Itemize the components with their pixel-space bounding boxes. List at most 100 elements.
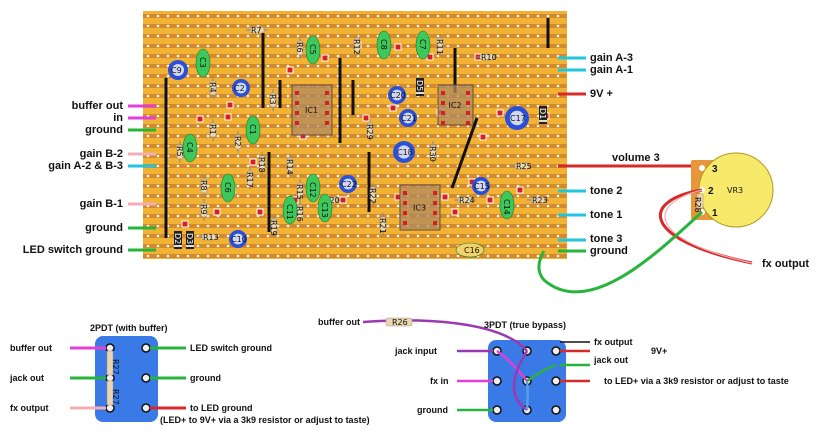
capacitor-label: C2 — [234, 84, 245, 93]
capacitor-label: C21 — [401, 114, 417, 123]
pot-pin-3: 3 — [712, 164, 718, 175]
electrolytic-capacitor: C9 — [168, 60, 188, 80]
solder-pad — [486, 196, 494, 204]
solder-pad — [249, 158, 257, 166]
capacitor-label: C4 — [185, 142, 194, 153]
ic-label: IC3 — [413, 204, 426, 213]
switch-2pdt: R27 R27 — [70, 336, 186, 422]
label-led-switch-ground: LED switch ground — [22, 244, 123, 256]
electrolytic-capacitor: C17 — [505, 106, 529, 130]
electrolytic-capacitor: C22 — [339, 175, 357, 193]
sw3-right-9v: 9V+ — [651, 346, 668, 356]
resistor: R7 — [246, 26, 268, 35]
sw3-left-ground: ground — [417, 405, 448, 415]
resistor-label: R10 — [481, 53, 497, 62]
label-tone-3: tone 3 — [590, 233, 623, 245]
resistor: R8 — [199, 175, 208, 197]
solder-pad — [451, 208, 459, 216]
ic-label: IC2 — [449, 101, 462, 110]
pot-resistor-label: R28 — [693, 197, 702, 213]
capacitor-label: C20 — [390, 91, 406, 100]
resistor: R5 — [175, 141, 184, 163]
resistor-label: R6 — [295, 42, 304, 53]
sw3-title: 3PDT (true bypass) — [484, 320, 567, 330]
label-gain-a3: gain A-3 — [590, 52, 633, 64]
resistor-label: R16 — [295, 206, 304, 222]
resistor-label: R7 — [251, 26, 262, 35]
resistor: R4 — [208, 77, 217, 99]
pot-pin-2: 2 — [708, 186, 714, 197]
resistor: R17 — [245, 167, 254, 189]
resistor-label: R3 — [268, 94, 277, 105]
label-buffer-out: buffer out — [71, 100, 123, 112]
capacitor-label: C9 — [171, 66, 182, 75]
resistor-label: R20 — [324, 196, 340, 205]
track-links — [164, 18, 550, 238]
diode-label: D2 — [173, 233, 182, 244]
resistor-label: R12 — [352, 39, 361, 55]
resistor-label: R1 — [208, 124, 217, 135]
capacitor-label: C6 — [223, 182, 232, 193]
label-9v: 9V + — [590, 88, 613, 100]
resistor-label: R11 — [435, 39, 444, 55]
pot-name: VR3 — [727, 186, 743, 195]
electrolytic-capacitor: C2 — [232, 79, 250, 97]
capacitor-label: C16 — [464, 246, 480, 255]
resistor-label: R15 — [295, 184, 304, 200]
label-ground-2: ground — [85, 222, 123, 234]
sw3-right-led: to LED+ via a 3k9 resistor or adjust to … — [604, 376, 789, 386]
capacitor-label: C18 — [397, 148, 413, 157]
solder-pad — [441, 193, 449, 201]
resistor: R12 — [352, 34, 361, 56]
resistor: R25 — [511, 162, 533, 171]
resistor: R2 — [233, 131, 242, 153]
diode: D1 — [538, 106, 547, 124]
resistor: R15 — [295, 179, 304, 201]
film-capacitor: C3 — [195, 48, 211, 78]
resistor-label: R29 — [365, 124, 374, 140]
solder-pad — [321, 54, 329, 62]
diode-label: D1 — [538, 108, 547, 119]
solder-pad — [286, 66, 294, 74]
sw3-buffer-out: buffer out — [318, 317, 360, 327]
resistor-label: R14 — [285, 159, 294, 175]
resistor-label: R8 — [199, 180, 208, 191]
resistor: R19 — [269, 215, 278, 237]
label-gain-b2: gain B-2 — [79, 148, 123, 160]
ic-chip: IC2 — [437, 84, 474, 126]
solder-pad — [389, 104, 397, 112]
film-capacitor: C8 — [376, 30, 392, 60]
ic-chip: IC3 — [399, 184, 441, 231]
switch-3pdt: R26 — [362, 317, 590, 422]
capacitor-label: C15 — [474, 182, 490, 191]
electrolytic-capacitor: C15 — [472, 177, 490, 195]
potentiometer-vr3: 3 2 1 VR3 R28 — [691, 152, 774, 228]
film-capacitor: C16 — [455, 242, 485, 258]
diode: D5 — [415, 78, 424, 96]
solder-pad — [394, 43, 402, 51]
resistor-label: R23 — [532, 196, 548, 205]
sw3-left-jack-input: jack input — [395, 346, 438, 356]
resistor: R9 — [199, 199, 208, 221]
resistor: R16 — [295, 201, 304, 223]
resistor-label: R30 — [428, 146, 437, 162]
solder-pad — [362, 114, 370, 122]
sw3-buffer-resistor: R26 — [392, 318, 408, 327]
resistor: R3 — [268, 89, 277, 111]
solder-pad — [196, 115, 204, 123]
capacitor-label: C14 — [502, 199, 511, 215]
electrolytic-capacitor: C18 — [393, 141, 415, 163]
resistor-label: R17 — [245, 172, 254, 188]
film-capacitor: C5 — [305, 35, 321, 65]
resistor-label: R13 — [203, 233, 219, 242]
sw2-left-buffer-out: buffer out — [10, 343, 52, 353]
resistor: R6 — [295, 37, 304, 59]
capacitor-label: C22 — [341, 180, 357, 189]
resistor-label: R22 — [368, 188, 377, 204]
sw2-left-jack-out: jack out — [10, 373, 45, 383]
ic-label: IC1 — [305, 106, 318, 115]
diode-label: D5 — [415, 80, 424, 91]
